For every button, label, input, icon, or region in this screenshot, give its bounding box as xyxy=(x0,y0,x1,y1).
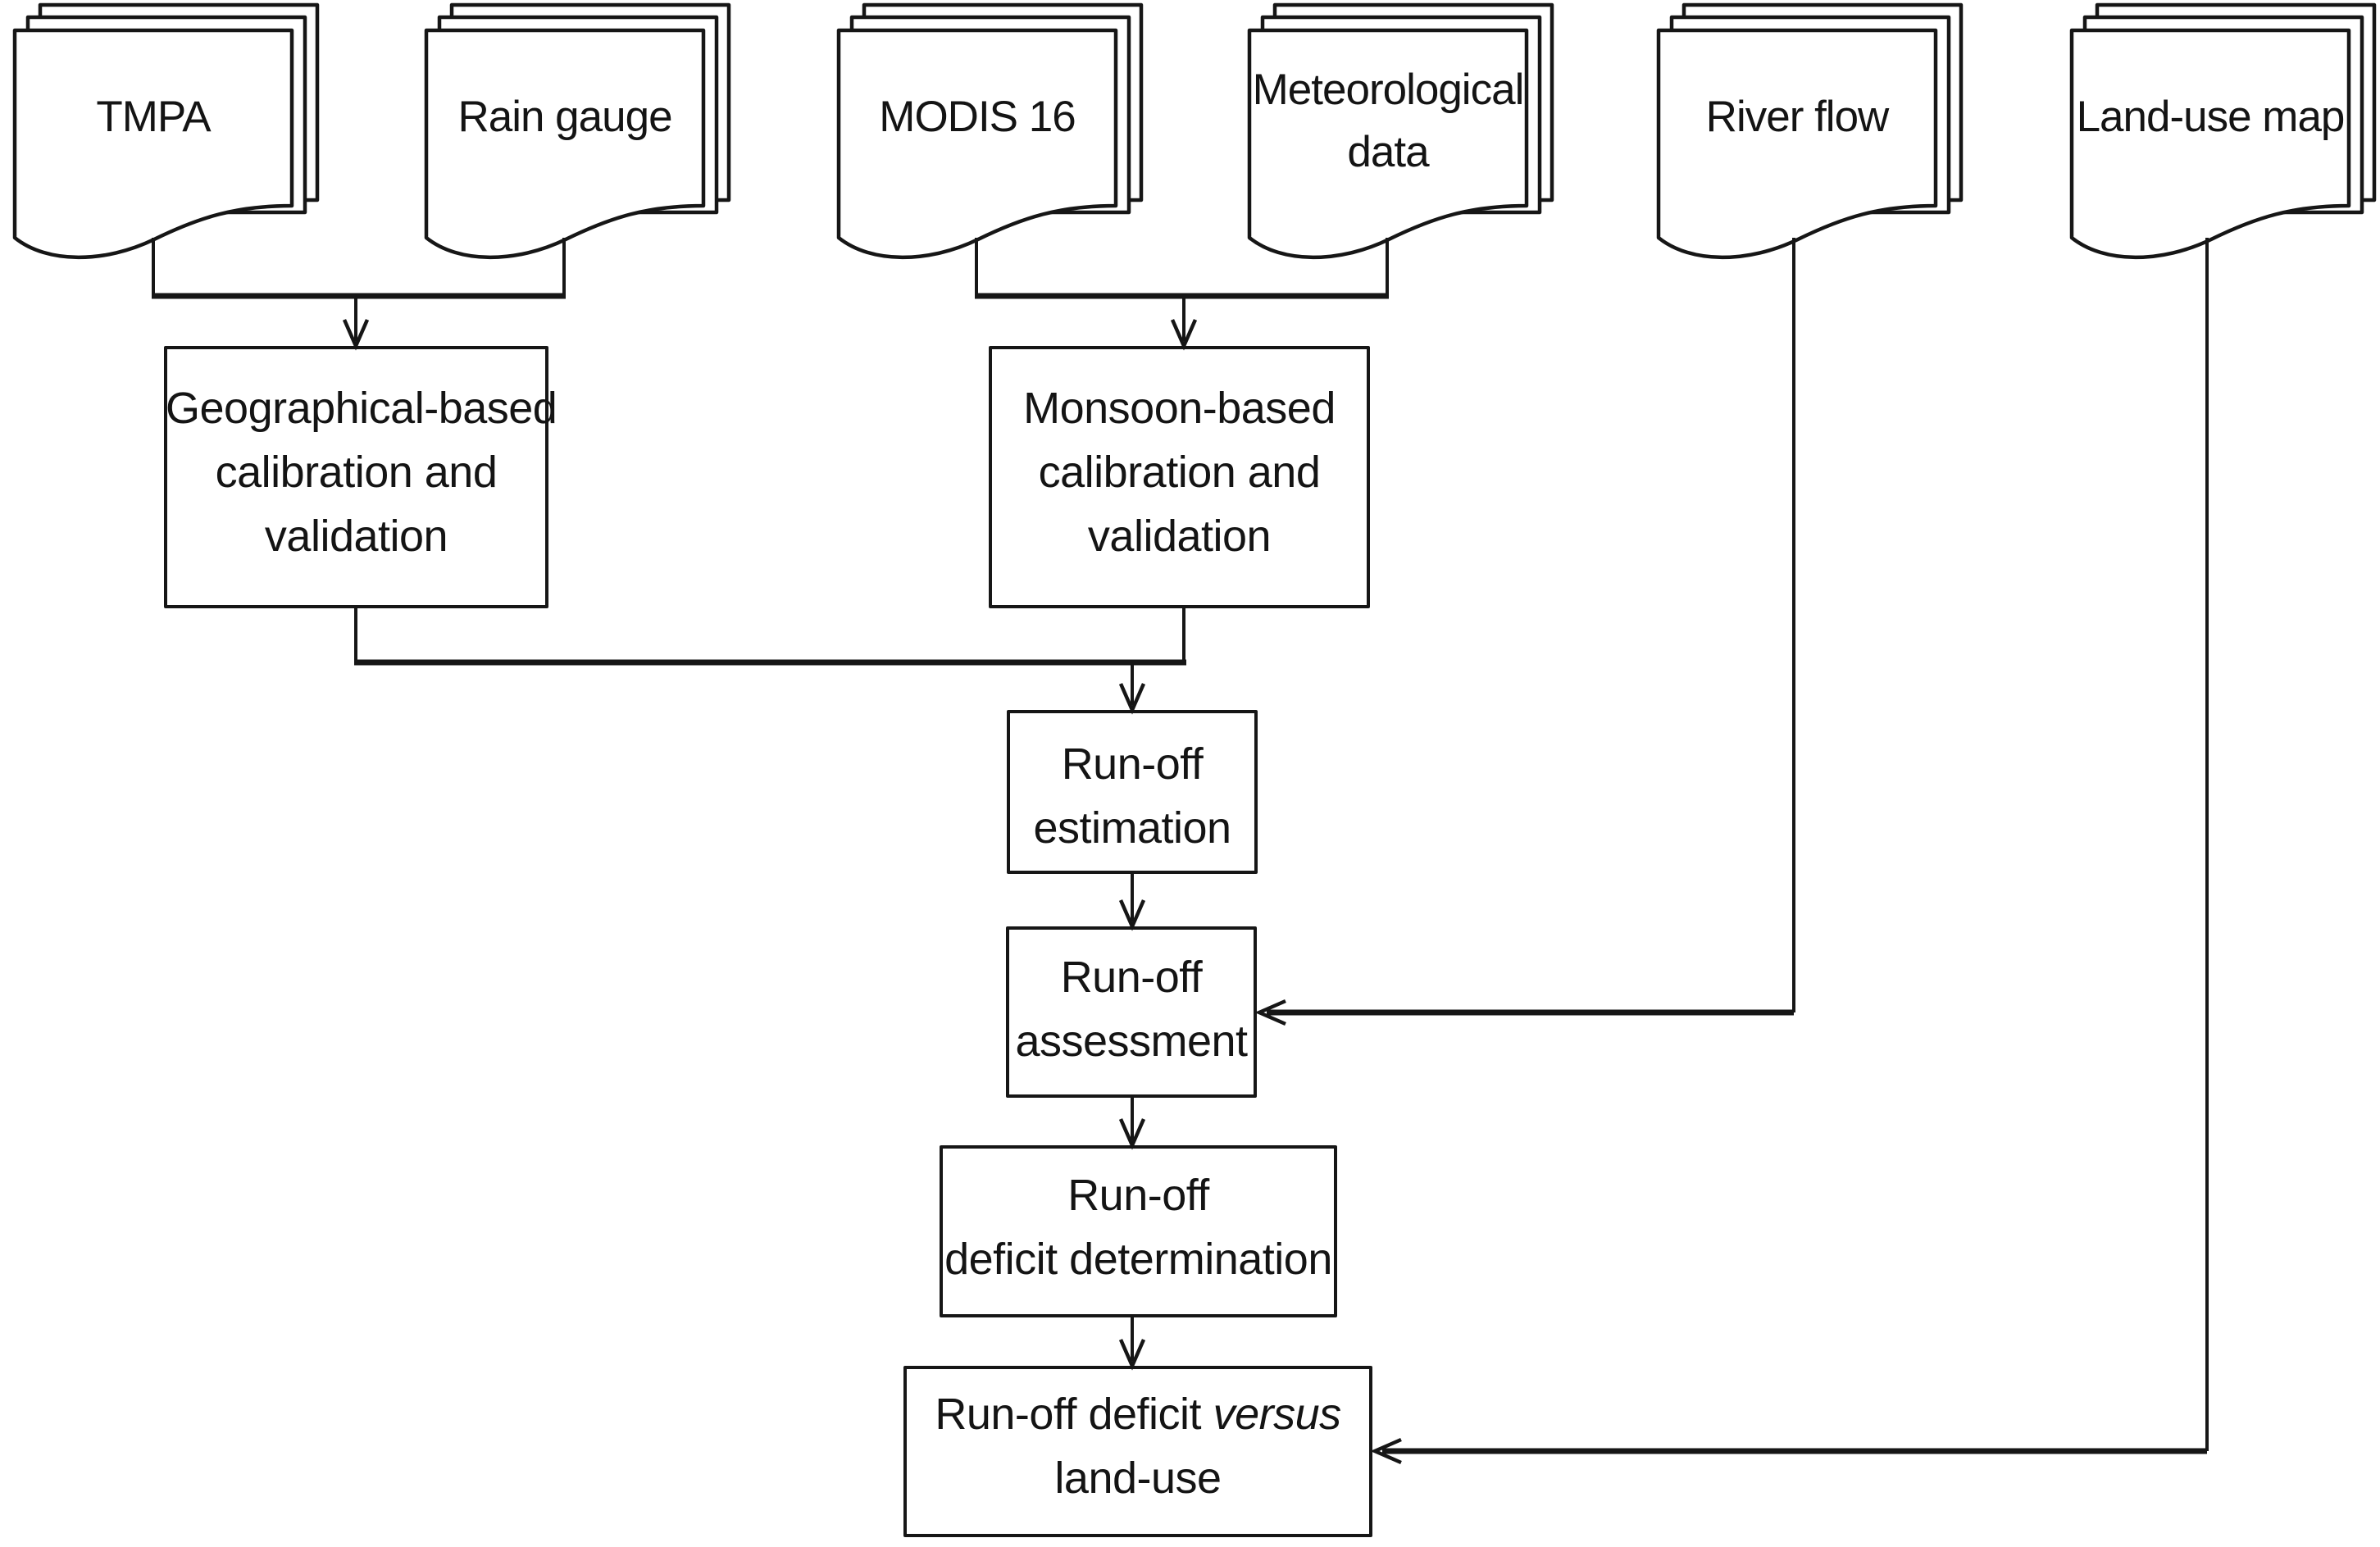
runoff-deficit-determination-box xyxy=(940,1145,1337,1317)
runoff-deficit-determination-label: Run-off deficit determination xyxy=(941,1163,1336,1291)
arrowhead-down-icon xyxy=(1118,1118,1146,1150)
box-label-line: Monsoon-based xyxy=(1023,384,1336,433)
monsoon-calibration-box xyxy=(989,346,1370,608)
box-label-line: deficit determination xyxy=(944,1235,1332,1284)
box-label-line: Run-off xyxy=(1060,953,1203,1002)
connector-calibration-to-estimation xyxy=(354,607,1186,715)
connector-landusemap-to-final xyxy=(1370,238,2209,1465)
document-label-meteorological-data: Meteorological data xyxy=(1249,59,1527,184)
runoff-assessment-box xyxy=(1006,926,1257,1098)
box-label-line: Run-off xyxy=(1061,739,1204,789)
doc-label-line: Rain gauge xyxy=(457,93,672,141)
connector-riverflow-to-assessment xyxy=(1254,238,1795,1026)
geographical-calibration-box xyxy=(164,346,548,608)
document-label-modis-16: MODIS 16 xyxy=(839,86,1116,148)
document-icon-river-flow xyxy=(1656,2,1964,260)
geographical-calibration-label: Geographical-based calibration and valid… xyxy=(166,376,557,568)
document-icon-modis-16 xyxy=(836,2,1144,260)
arrowhead-down-icon xyxy=(1170,319,1198,351)
box-label-line: estimation xyxy=(1033,803,1231,853)
connector-modis-meteo-merge xyxy=(975,238,1389,351)
connector-estimation-to-assessment xyxy=(1118,872,1146,931)
box-label-line: validation xyxy=(1087,512,1272,561)
box-label-line: Run-off deficit versus xyxy=(905,1382,1371,1446)
box-label-line: assessment xyxy=(1015,1017,1248,1066)
document-label-rain-gauge: Rain gauge xyxy=(426,86,703,148)
arrowhead-down-icon xyxy=(1118,1339,1146,1371)
runoff-deficit-vs-landuse-label: Run-off deficit versus land-use xyxy=(905,1382,1371,1510)
document-icon-tmpa xyxy=(12,2,320,260)
runoff-estimation-label: Run-off estimation xyxy=(1008,732,1256,860)
box-label-line: Run-off xyxy=(1067,1171,1209,1220)
doc-label-line: Land-use map xyxy=(2076,93,2346,141)
arrowhead-down-icon xyxy=(1118,899,1146,931)
arrowhead-left-icon xyxy=(1254,999,1286,1026)
box-label-line: land-use xyxy=(1054,1454,1222,1503)
connector-tmpa-raingauge-merge xyxy=(152,238,566,351)
box-label-line: calibration and xyxy=(1038,448,1321,497)
final-box-versus-italic: versus xyxy=(1213,1390,1342,1439)
document-label-river-flow: River flow xyxy=(1659,86,1936,148)
document-label-land-use-map: Land-use map xyxy=(2072,86,2349,148)
document-icon-meteorological-data xyxy=(1247,2,1554,260)
box-label-line: Geographical-based xyxy=(166,384,557,433)
arrowhead-down-icon xyxy=(342,319,370,351)
document-icon-rain-gauge xyxy=(424,2,731,260)
document-icon-land-use-map xyxy=(2069,2,2377,260)
arrowhead-down-icon xyxy=(1118,683,1146,715)
runoff-deficit-vs-landuse-box xyxy=(903,1366,1372,1537)
arrowhead-left-icon xyxy=(1370,1437,1402,1465)
connector-determination-to-final xyxy=(1118,1316,1146,1371)
doc-label-line: Meteorological xyxy=(1252,66,1525,114)
final-box-text: Run-off deficit xyxy=(935,1390,1213,1439)
doc-label-line: data xyxy=(1347,128,1429,176)
doc-label-line: River flow xyxy=(1705,93,1890,141)
box-label-line: validation xyxy=(264,512,448,561)
runoff-estimation-box xyxy=(1007,710,1258,874)
doc-label-line: MODIS 16 xyxy=(879,93,1076,141)
connector-assessment-to-determination xyxy=(1118,1096,1146,1150)
document-label-tmpa: TMPA xyxy=(15,86,292,148)
box-label-line: calibration and xyxy=(215,448,498,497)
doc-label-line: TMPA xyxy=(96,93,211,141)
monsoon-calibration-label: Monsoon-based calibration and validation xyxy=(990,376,1368,568)
runoff-assessment-label: Run-off assessment xyxy=(1008,945,1255,1073)
